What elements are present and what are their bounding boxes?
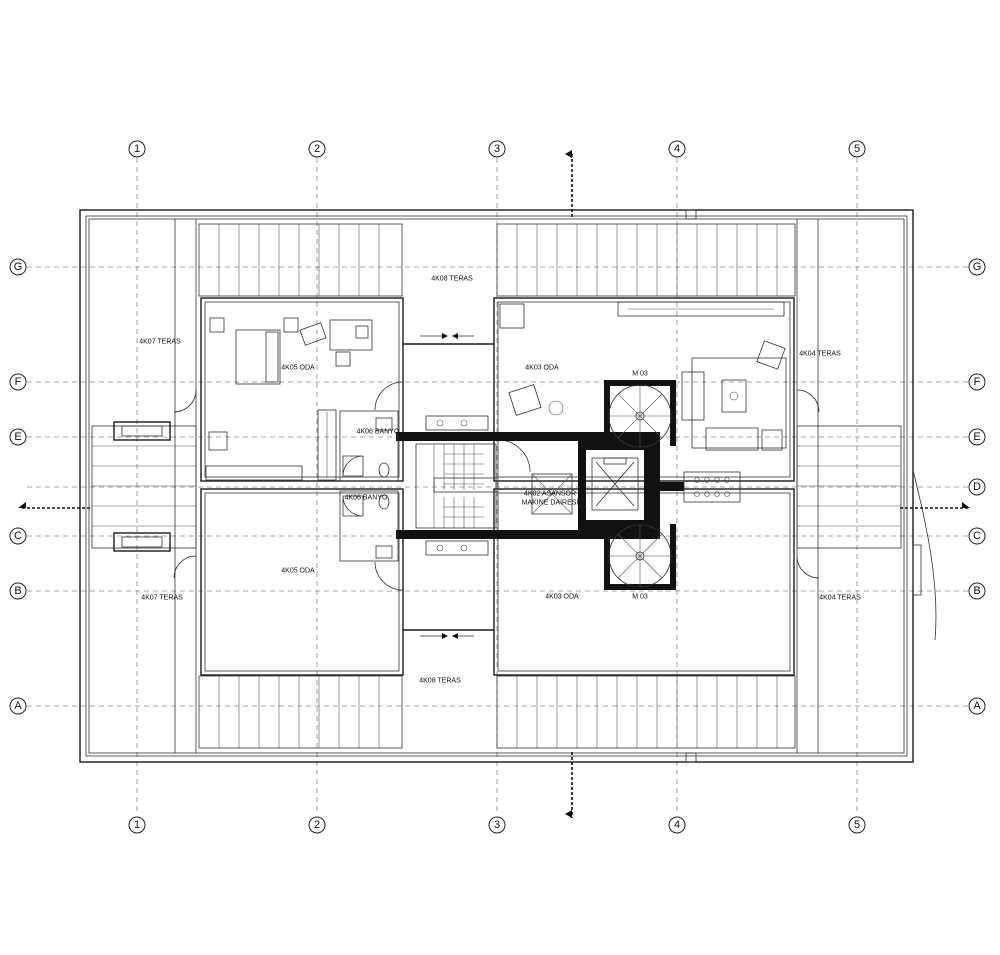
column-bubbles-bottom: 1 2 3 4 5 [128, 816, 866, 834]
grid-bubble-row-b-right: B [968, 582, 986, 600]
grid-bubble-col-4-top: 4 [668, 140, 686, 158]
label-m03-stair-top: M 03 [632, 371, 648, 378]
svg-text:4: 4 [674, 819, 680, 831]
svg-text:2: 2 [314, 819, 320, 831]
grid-bubble-col-3-bottom: 3 [488, 816, 506, 834]
svg-text:F: F [974, 376, 981, 388]
label-machine-room-line2: MAKİNE DAİRESİ [522, 498, 579, 507]
label-m03-stair-bottom: M 03 [632, 594, 648, 601]
svg-text:E: E [973, 431, 980, 443]
svg-text:5: 5 [854, 143, 860, 155]
grid-bubble-row-f-left: F [9, 373, 27, 391]
grid-bubble-col-3-top: 3 [488, 140, 506, 158]
svg-text:A: A [973, 700, 981, 712]
svg-text:1: 1 [134, 143, 140, 155]
grid-bubble-row-a-right: A [968, 697, 986, 715]
section-cut-markers [18, 150, 970, 818]
room-labels: 4K07 TERAS 4K07 TERAS 4K08 TERAS 4K08 TE… [139, 276, 861, 685]
label-machine-room-line1: 4K02 ASANSÖR [524, 490, 576, 498]
svg-text:D: D [973, 481, 981, 493]
grid-bubble-row-f-right: F [968, 373, 986, 391]
svg-text:B: B [14, 585, 21, 597]
svg-text:B: B [973, 585, 980, 597]
roof-hatch-bottom-right [496, 675, 796, 749]
roof-hatch-right-middle [796, 425, 902, 549]
row-bubbles-right: G F E D C B A [968, 258, 986, 715]
svg-text:G: G [14, 261, 23, 273]
label-4k05-room-bottom: 4K05 ODA [281, 568, 315, 575]
roof-hatch-left-middle [91, 421, 197, 552]
roof-hatch-bottom-left [198, 675, 403, 749]
grid-bubble-row-e-right: E [968, 428, 986, 446]
grid-bubble-row-a-left: A [9, 697, 27, 715]
svg-text:G: G [973, 261, 982, 273]
roof-hatch-top-left [198, 223, 403, 297]
svg-text:1: 1 [134, 819, 140, 831]
svg-text:5: 5 [854, 819, 860, 831]
label-4k06-bath-top: 4K06 BANYO [357, 429, 400, 436]
svg-text:C: C [973, 530, 981, 542]
grid-bubble-row-b-left: B [9, 582, 27, 600]
label-4k07-terrace-bottom: 4K07 TERAS [141, 595, 183, 602]
grid-lines [27, 158, 968, 815]
label-4k04-terrace-bottom: 4K04 TERAS [819, 595, 861, 602]
roof-hatch-top-right [496, 223, 796, 297]
grid-bubble-row-e-left: E [9, 428, 27, 446]
column-bubbles-top: 1 2 3 4 5 [128, 140, 866, 158]
furniture [205, 301, 787, 481]
building-core [317, 380, 741, 590]
label-4k07-terrace-top: 4K07 TERAS [139, 339, 181, 346]
label-4k03-room-bottom: 4K03 ODA [545, 594, 579, 601]
label-4k05-room-top: 4K05 ODA [281, 365, 315, 372]
grid-bubble-row-c-right: C [968, 527, 986, 545]
svg-text:E: E [14, 431, 21, 443]
grid-bubble-col-4-bottom: 4 [668, 816, 686, 834]
grid-bubble-col-5-bottom: 5 [848, 816, 866, 834]
svg-text:F: F [15, 376, 22, 388]
grid-bubble-col-2-top: 2 [308, 140, 326, 158]
label-4k08-terrace-top: 4K08 TERAS [431, 276, 473, 283]
svg-text:A: A [14, 700, 22, 712]
grid-bubble-row-g-left: G [9, 258, 27, 276]
row-bubbles-left: G F E C B A [9, 258, 27, 715]
grid-bubble-row-d-right: D [968, 478, 986, 496]
grid-bubble-row-g-right: G [968, 258, 986, 276]
grid-bubble-col-2-bottom: 2 [308, 816, 326, 834]
svg-text:3: 3 [494, 143, 500, 155]
grid-bubble-row-c-left: C [9, 527, 27, 545]
label-4k08-terrace-bottom: 4K08 TERAS [419, 678, 461, 685]
svg-text:C: C [14, 530, 22, 542]
svg-text:3: 3 [494, 819, 500, 831]
grid-bubble-col-1-bottom: 1 [128, 816, 146, 834]
label-4k04-terrace-top: 4K04 TERAS [799, 351, 841, 358]
label-4k03-room-top: 4K03 ODA [525, 365, 559, 372]
interior-walls [173, 297, 820, 676]
label-4k06-bath-bottom: 4K06 BANYO [345, 495, 388, 502]
svg-text:4: 4 [674, 143, 680, 155]
grid-bubble-col-5-top: 5 [848, 140, 866, 158]
grid-bubble-col-1-top: 1 [128, 140, 146, 158]
svg-text:2: 2 [314, 143, 320, 155]
